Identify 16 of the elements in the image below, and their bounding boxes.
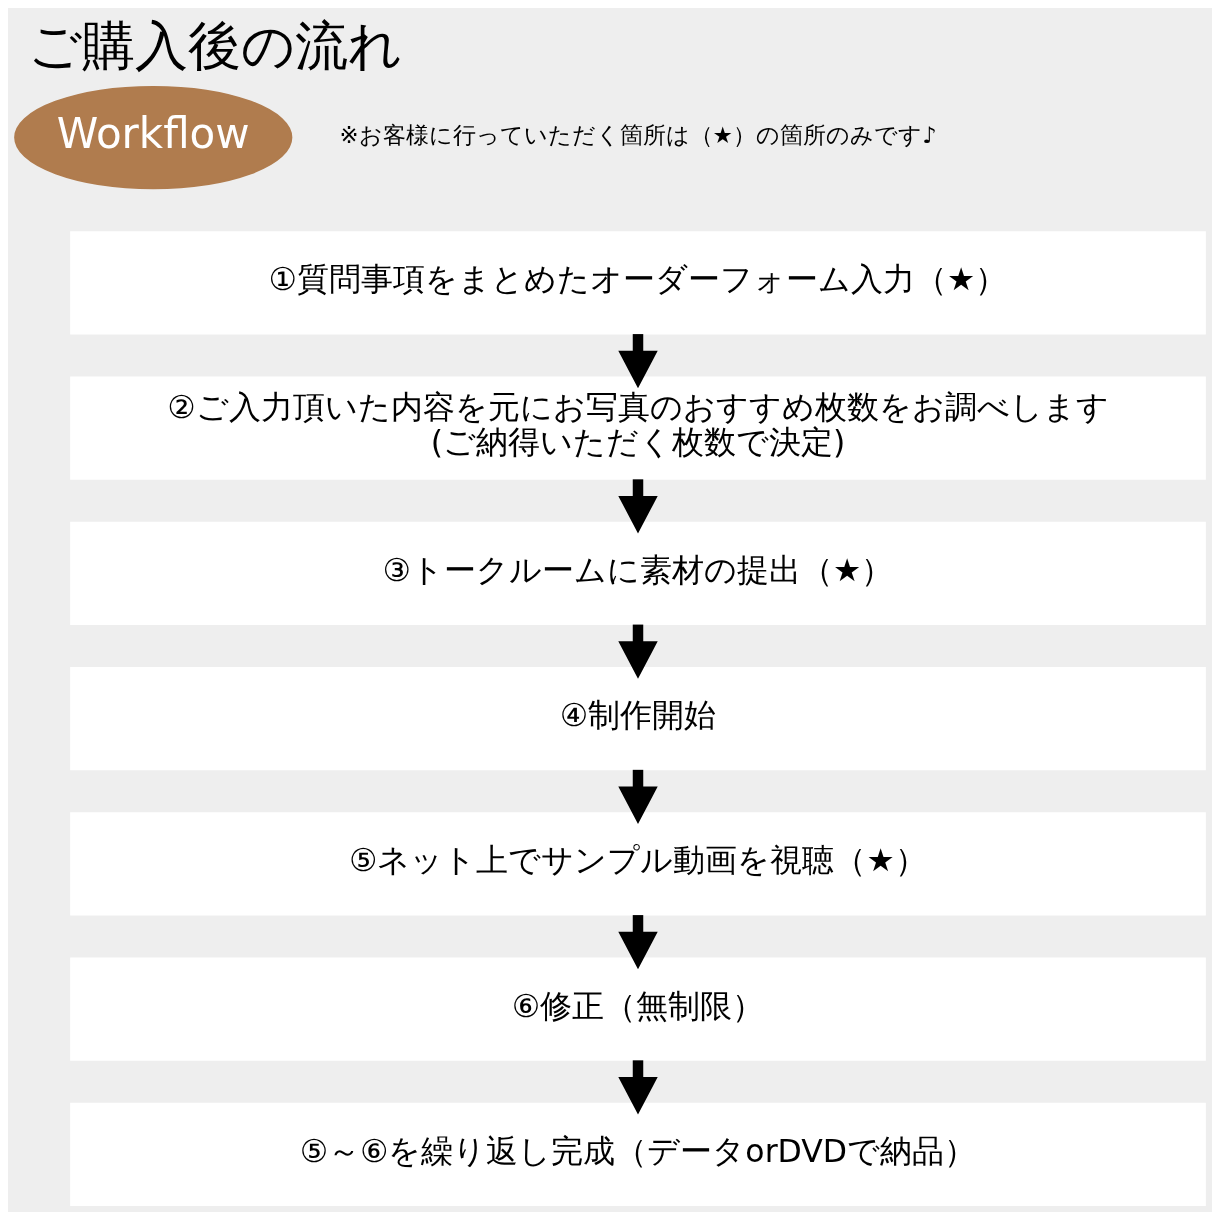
diagram-title: ご購入後の流れ xyxy=(28,15,403,76)
node-box: ③トークルームに素材の提出（★） xyxy=(70,521,1206,625)
node-box: ⑤ネット上でサンプル動画を視聴（★） xyxy=(70,812,1206,916)
label: ※お客様に行っていただく箇所は（★）の箇所のみです♪ xyxy=(339,122,937,149)
label: Workflow xyxy=(56,109,250,159)
arrow xyxy=(618,334,658,389)
node-box: ④制作開始 xyxy=(70,666,1206,771)
arrow xyxy=(618,624,658,679)
node-box: ⑥修正（無制限） xyxy=(70,957,1206,1061)
arrow xyxy=(618,769,658,824)
node-box: ①質問事項をまとめたオーダーフォーム入力（★） xyxy=(70,231,1206,335)
node-box: ②ご入力頂いた内容を元にお写真のおすすめ枚数をお調べします (ご納得いただく枚数で決定) xyxy=(70,376,1206,480)
arrow xyxy=(618,1060,658,1115)
arrow xyxy=(618,915,658,970)
node-box: ⑤～⑥を繰り返し完成（データorDVDで納品） xyxy=(70,1102,1206,1206)
arrow xyxy=(618,479,658,534)
